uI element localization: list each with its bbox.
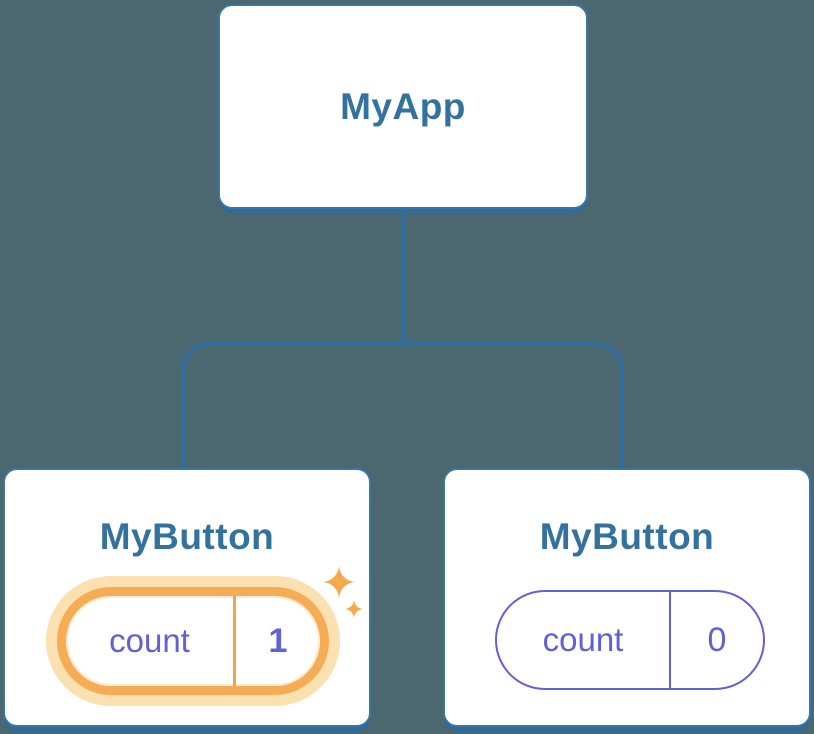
state-pill: count 0: [495, 590, 765, 690]
child-node-label: MyButton: [539, 516, 715, 557]
state-key-label: count: [542, 621, 624, 658]
pill-divider: [233, 596, 236, 686]
child-node-card-right: MyButton count 0: [443, 468, 811, 727]
state-value: 0: [707, 620, 727, 659]
state-value: 1: [268, 621, 288, 660]
sparkle-large-icon: [323, 566, 355, 598]
tree-connector-stem: [401, 211, 405, 344]
state-pill-highlighted: count 1: [57, 587, 329, 695]
root-node-label: MyApp: [340, 86, 466, 127]
root-node-card: MyApp: [218, 4, 588, 209]
pill-divider: [669, 592, 671, 688]
child-node-label: MyButton: [99, 516, 275, 557]
tree-connector-branch: [181, 342, 624, 468]
child-node-card-left: MyButton count 1: [3, 468, 371, 727]
state-key-label: count: [109, 622, 190, 659]
sparkle-small-icon: [345, 600, 363, 618]
